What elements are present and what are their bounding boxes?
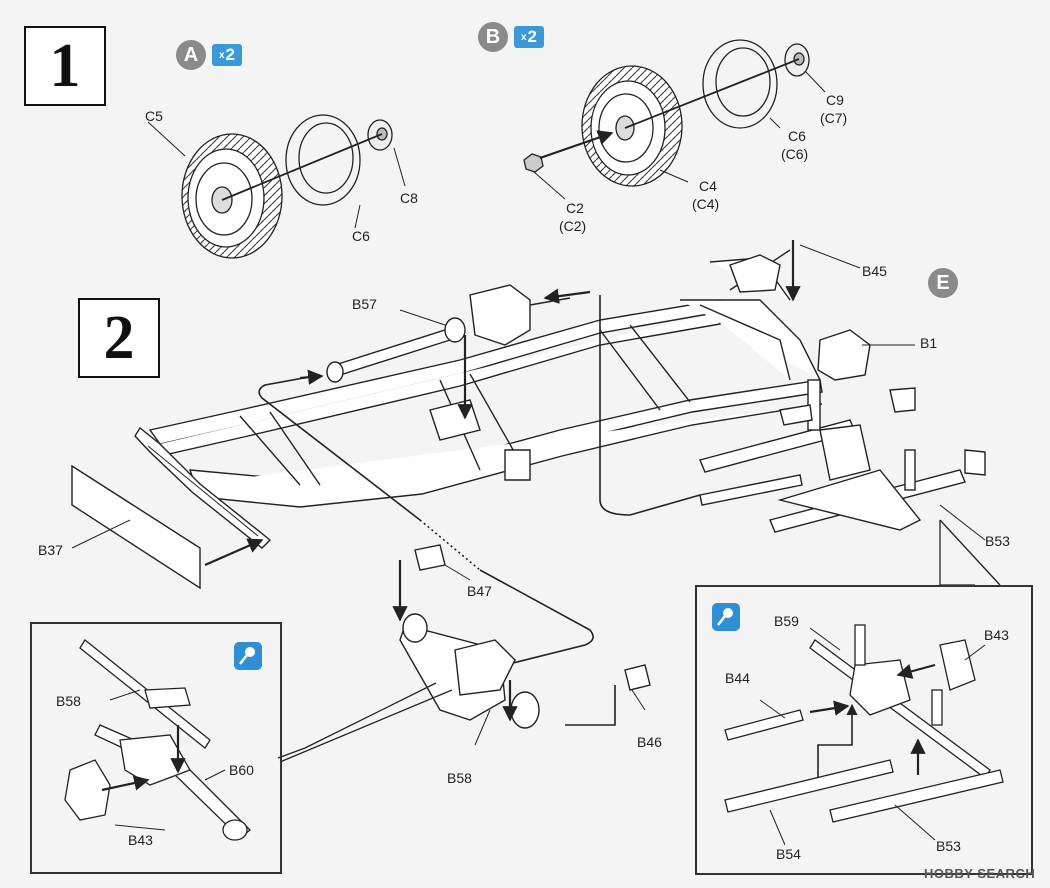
label-b46: B46 (637, 734, 662, 750)
variant-a-qty-prefix: x (218, 49, 225, 61)
label-left-b60: B60 (229, 762, 254, 778)
label-c2: C2 (566, 200, 584, 216)
watermark-brand: HOBBY SEARCH (924, 866, 1036, 881)
label-c6-b: C6 (788, 128, 806, 144)
label-c8: C8 (400, 190, 418, 206)
part-b45-bracket (729, 254, 781, 293)
label-right-b59: B59 (774, 613, 799, 629)
variant-b-qty-prefix: x (520, 31, 527, 43)
label-b47: B47 (467, 583, 492, 599)
tip-icon-left (234, 642, 262, 670)
label-c4-alt: (C4) (692, 196, 720, 212)
label-b45: B45 (862, 263, 887, 279)
step-2-box: 2 (78, 298, 160, 378)
label-b37: B37 (38, 542, 63, 558)
label-c4: C4 (699, 178, 717, 194)
part-b1 (817, 329, 871, 381)
label-left-b43: B43 (128, 832, 153, 848)
right-detail-callout (695, 585, 1033, 875)
left-callout-parts (64, 639, 251, 841)
step-1-box: 1 (24, 26, 106, 106)
variant-a-letter: A (183, 43, 199, 66)
label-right-b54: B54 (776, 846, 801, 862)
part-b37-plate (71, 464, 201, 590)
step-2-number: 2 (103, 303, 135, 372)
variant-b-qty: 2 (527, 27, 538, 46)
variant-b-letter: B (485, 25, 501, 48)
label-c7: (C7) (820, 110, 848, 126)
label-b1: B1 (920, 335, 938, 351)
tire-c6-a (285, 114, 361, 206)
variant-e-letter: E (936, 271, 950, 294)
tip-icon-right (712, 603, 740, 631)
label-b53: B53 (985, 533, 1010, 549)
left-detail-callout (30, 622, 282, 874)
variant-a-badge: A (176, 40, 206, 70)
label-right-b44: B44 (725, 670, 750, 686)
front-axle-assembly (399, 544, 651, 729)
variant-b-badge: B (478, 22, 508, 52)
wheel-b-assembly (523, 39, 826, 200)
label-left-b58: B58 (56, 693, 81, 709)
variant-a-qty: 2 (225, 45, 236, 64)
variant-e-badge: E (928, 268, 958, 298)
tire-c6-b (702, 39, 778, 129)
label-right-b53: B53 (936, 838, 961, 854)
label-c9: C9 (826, 92, 844, 108)
rear-axle-assembly (699, 379, 986, 533)
label-b58: B58 (447, 770, 472, 786)
part-b57-driveshaft (326, 284, 571, 383)
step-1-number: 1 (49, 31, 81, 100)
label-right-b43: B43 (984, 627, 1009, 643)
label-b57: B57 (352, 296, 377, 312)
label-c6-a: C6 (352, 228, 370, 244)
label-c2-alt: (C2) (559, 218, 587, 234)
label-c5: C5 (145, 108, 163, 124)
nut-c2 (523, 153, 544, 173)
wheel-a-assembly (147, 114, 406, 259)
right-callout-parts (724, 624, 1004, 823)
label-c6-b-alt: (C6) (781, 146, 809, 162)
chassis-frame (134, 249, 871, 549)
